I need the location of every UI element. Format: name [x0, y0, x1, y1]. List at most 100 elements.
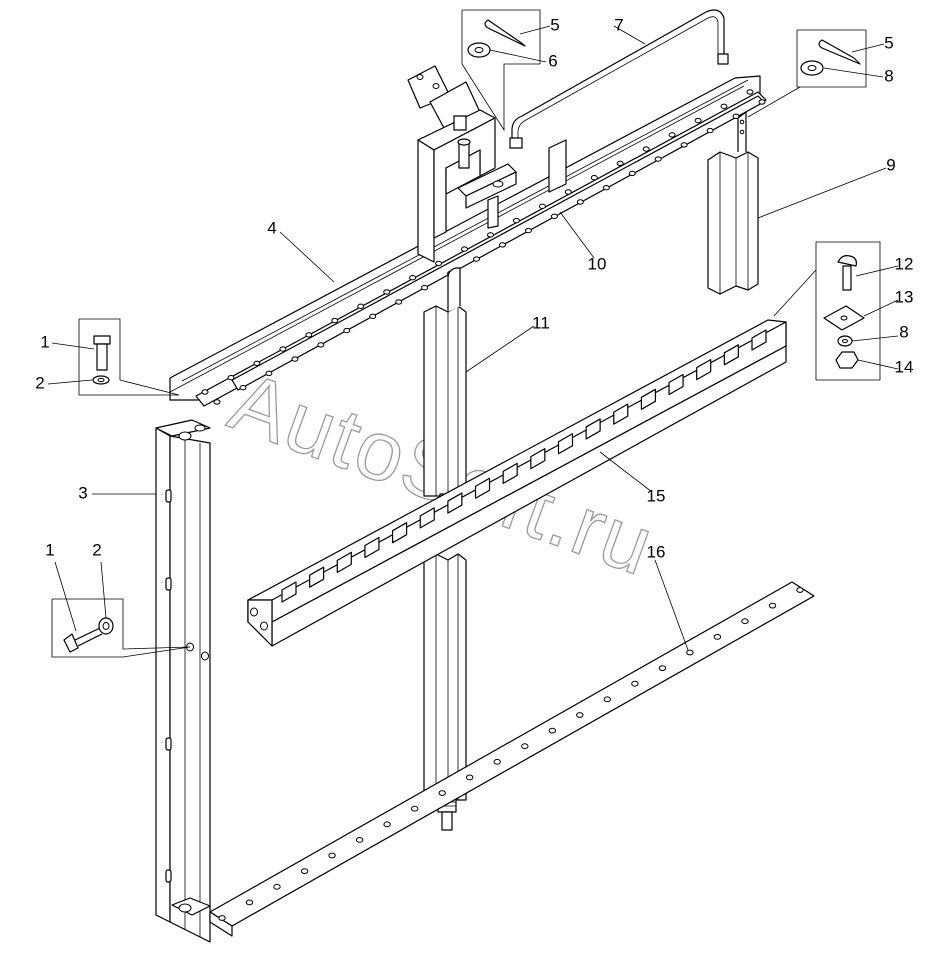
crossbar-slot — [474, 477, 491, 499]
callout-c13: 13 — [895, 287, 914, 306]
rail-hole — [435, 260, 443, 267]
crossbar-slot — [613, 403, 629, 425]
rail-hole — [473, 256, 480, 262]
lower-rail-hole — [796, 587, 804, 593]
rail-hole — [239, 385, 247, 391]
rail-hole — [369, 313, 377, 319]
crossbar-slot — [696, 359, 712, 381]
rail-hole — [538, 203, 546, 210]
rail-hole — [564, 189, 572, 195]
rail-hole — [512, 217, 520, 224]
rail-hole — [642, 146, 650, 152]
crossbar-slot — [585, 418, 601, 440]
lower-rail-hole — [355, 837, 364, 843]
rail-hole — [602, 185, 610, 191]
crossbar-slot — [640, 388, 657, 410]
lower-rail-hole — [631, 680, 639, 687]
rail-hole — [524, 227, 532, 234]
callout-c5b: 5 — [884, 33, 893, 52]
rail-hole — [732, 113, 740, 120]
rail-hole — [590, 175, 598, 181]
rail-hole — [227, 375, 235, 381]
callout-c2a: 2 — [35, 373, 44, 392]
crossbar-slot — [668, 373, 684, 396]
callout-c6: 6 — [548, 51, 557, 70]
crossbar-slot — [447, 492, 463, 514]
lower-rail-hole — [768, 602, 777, 609]
part-9-channel-piece — [707, 111, 759, 295]
detail-box-left-top — [78, 318, 180, 396]
callout-c4: 4 — [267, 218, 276, 237]
callout-c16: 16 — [647, 542, 666, 561]
rail-hole — [305, 332, 313, 338]
callout-c14: 14 — [895, 357, 914, 376]
lower-rail-hole — [218, 915, 226, 921]
rail-hole — [383, 289, 391, 295]
lower-rail-hole — [521, 743, 529, 750]
lower-rail-hole — [603, 696, 611, 703]
callout-c11: 11 — [532, 313, 550, 332]
lower-rail-hole — [466, 774, 474, 781]
rail-hole — [487, 232, 494, 238]
part-7-rod — [509, 9, 729, 149]
rail-hole — [291, 356, 299, 362]
rail-hole — [576, 199, 584, 205]
part-3-vertical-post — [155, 419, 211, 943]
rail-hole — [746, 89, 754, 95]
callout-c8a: 8 — [884, 66, 893, 85]
crossbar-slot — [419, 507, 435, 529]
lower-rail-hole — [658, 665, 667, 671]
rail-hole — [213, 399, 221, 405]
callout-c1a: 1 — [40, 332, 49, 351]
callout-c8b: 8 — [899, 322, 908, 341]
crossbar-slot — [309, 566, 325, 588]
crossbar-slot — [336, 551, 352, 573]
rail-hole — [279, 346, 287, 352]
callout-c12: 12 — [895, 254, 914, 273]
rail-hole — [499, 242, 506, 248]
crossbar-slot — [723, 344, 739, 366]
rail-hole — [265, 370, 273, 377]
mounting-bracket — [407, 65, 567, 263]
lower-rail-hole — [686, 649, 694, 656]
detail-box-right — [773, 241, 881, 381]
rail-hole — [668, 132, 676, 138]
callout-c1b: 1 — [45, 540, 54, 559]
callout-c5a: 5 — [550, 15, 559, 34]
crossbar-slot — [502, 462, 518, 485]
rail-hole — [331, 317, 339, 324]
rail-hole — [395, 299, 403, 305]
lower-rail-hole — [576, 712, 584, 718]
rail-hole — [550, 213, 558, 220]
rail-hole — [694, 117, 702, 124]
leader-lines — [47, 25, 899, 651]
part-16-lower-rail — [209, 581, 815, 937]
part-11-center-channel — [423, 267, 467, 509]
lower-rail-hole — [741, 618, 749, 625]
detail-box-left-mid — [51, 598, 191, 658]
rail-hole — [654, 156, 662, 162]
rail-hole — [706, 127, 714, 134]
lower-rail-hole — [438, 790, 446, 796]
part-10-upper-hole-bar — [195, 89, 767, 407]
detail-box-top-right — [747, 29, 867, 118]
crossbar-slot — [751, 329, 767, 351]
rail-hole — [628, 170, 636, 177]
rail-hole — [201, 389, 209, 395]
crossbar-slot — [530, 447, 546, 470]
lower-rail-hole — [328, 852, 336, 859]
callout-c9: 9 — [886, 155, 895, 174]
lower-rail-hole — [713, 634, 722, 640]
lower-rail-hole — [383, 821, 391, 828]
rail-hole — [357, 303, 365, 309]
part-15-slotted-crossbar — [247, 319, 787, 647]
lower-rail-hole — [548, 727, 556, 734]
callout-c2b: 2 — [92, 540, 101, 559]
crossbar-slot — [364, 536, 380, 559]
rail-hole — [461, 246, 468, 252]
lower-rail-hole — [245, 899, 254, 906]
rail-hole — [421, 285, 429, 291]
callout-c7: 7 — [614, 15, 623, 34]
